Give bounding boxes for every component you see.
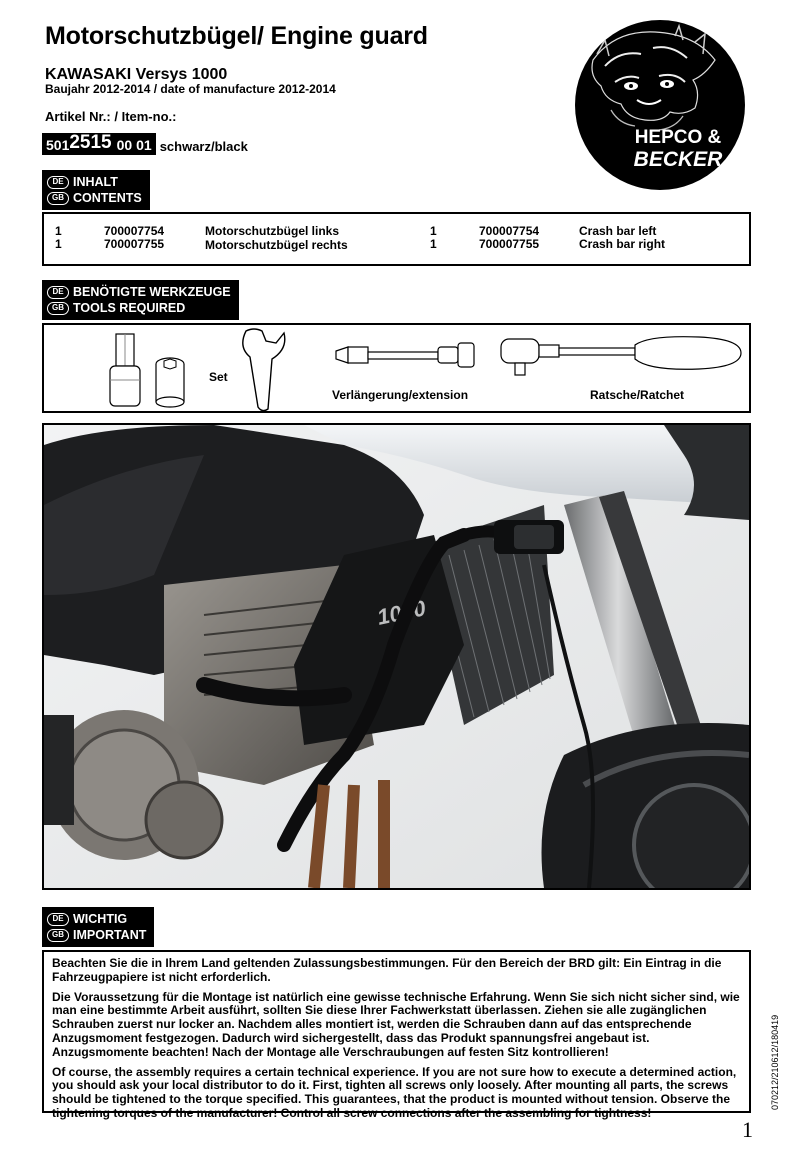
contents-qty-gb: 1 [430,237,437,251]
contents-table: 1 700007754 Motorschutzbügel links 1 700… [42,212,751,266]
contents-heading-de: INHALT [73,175,118,189]
tools-heading-gb: TOOLS REQUIRED [73,301,186,315]
de-flag-icon: DE [47,285,69,299]
contents-part-gb: 700007755 [479,237,540,251]
gb-flag-icon: GB [47,301,69,315]
tool-label-set: Set [209,370,228,384]
tools-section-header: DE BENÖTIGTE WERKZEUGE GB TOOLS REQUIRED [42,280,239,320]
tools-panel: Set Verlängerung/extension Ratsche/Ratch… [42,323,751,413]
logo-text-hepco: HEPCO & [634,127,722,148]
item-number-part1: 501 [46,137,70,153]
notice-registration: Beachten Sie die in Ihrem Land geltenden… [52,956,722,984]
page-title: Motorschutzbügel/ Engine guard [45,22,428,50]
document-id: 070212/210612/180419 [770,1014,780,1110]
contents-desc-gb: Crash bar left [579,224,657,238]
important-section-header: DE WICHTIG GB IMPORTANT [42,907,155,947]
product-photo: 1000 [42,423,751,890]
motorcycle-engine-guard-illustration: 1000 [44,425,749,888]
de-flag-icon: DE [47,912,69,926]
item-number: 501 2515 00 01 schwarz/black [42,133,248,155]
important-notice: Beachten Sie die in Ihrem Land geltenden… [42,950,751,1120]
contents-qty-de: 1 [55,237,62,251]
page-number: 1 [742,1117,753,1142]
important-heading-gb: IMPORTANT [73,928,147,942]
item-number-part3: 00 01 [116,137,152,153]
contents-desc-de: Motorschutzbügel rechts [205,238,348,252]
model-name: KAWASAKI Versys 1000 [45,66,228,83]
wrench-icon [242,328,286,412]
tool-label-ratchet: Ratsche/Ratchet [590,388,685,402]
important-heading-de: WICHTIG [73,912,128,926]
gorilla-emblem-icon [591,23,716,131]
item-number-part2: 2515 [69,132,112,153]
de-flag-icon: DE [47,175,69,189]
extension-bar-icon [335,342,475,368]
notice-assembly-de: Die Voraussetzung für die Montage ist na… [52,989,740,1059]
notice-assembly-en: Of course, the assembly requires a certa… [52,1064,737,1120]
contents-qty-de: 1 [55,224,62,238]
contents-part-de: 700007754 [104,224,165,238]
logo-text-becker: BECKER [633,148,723,171]
contents-section-header: DE INHALT GB CONTENTS [42,170,150,210]
ratchet-icon [500,336,742,376]
hepco-becker-logo: HEPCO & BECKER [575,20,745,190]
contents-heading-gb: CONTENTS [73,191,142,205]
gb-flag-icon: GB [47,191,69,205]
contents-qty-gb: 1 [430,224,437,238]
contents-desc-de: Motorschutzbügel links [205,224,340,238]
contents-part-de: 700007755 [104,237,165,251]
tool-label-extension: Verlängerung/extension [332,388,469,402]
gb-flag-icon: GB [47,928,69,942]
socket-set-icon [109,333,185,408]
contents-part-gb: 700007754 [479,224,540,238]
item-color: schwarz/black [159,138,248,154]
tools-heading-de: BENÖTIGTE WERKZEUGE [73,285,231,299]
contents-desc-gb: Crash bar right [579,237,666,251]
item-number-label: Artikel Nr.: / Item-no.: [45,109,177,124]
manufacture-year: Baujahr 2012-2014 / date of manufacture … [45,82,336,96]
